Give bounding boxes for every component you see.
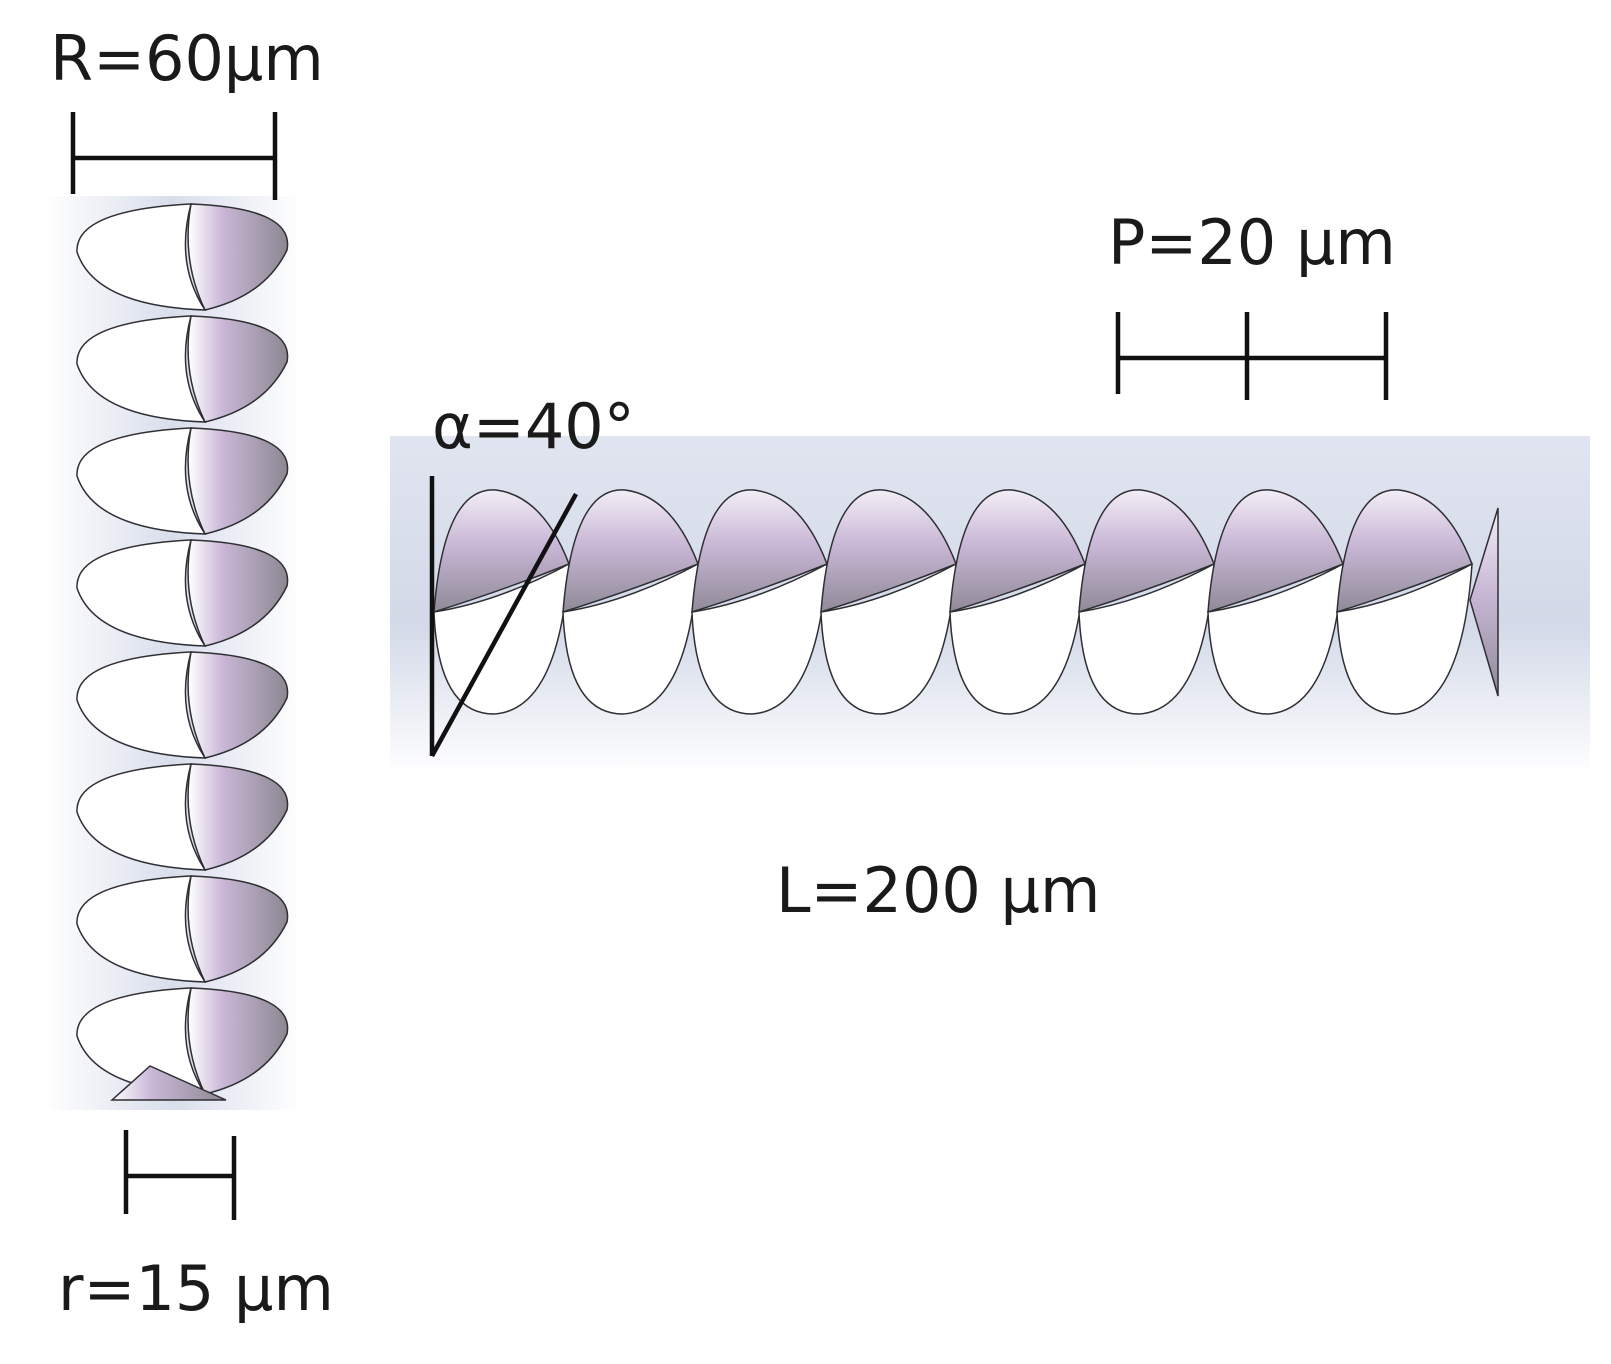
vertical-blade-turn xyxy=(76,875,289,983)
vertical-blade-turn xyxy=(76,763,289,871)
vertical-blade-turn xyxy=(76,315,289,423)
horizontal-helix-view xyxy=(433,489,1499,715)
vertical-blade-turn xyxy=(76,651,289,759)
pitch-label: P=20 μm xyxy=(1108,206,1396,279)
vertical-blade-turn xyxy=(76,203,289,311)
helix-angle-marker xyxy=(429,476,578,758)
horizontal-blade-turn xyxy=(562,489,699,715)
horizontal-blade-turn xyxy=(691,489,828,715)
horizontal-blade-turn xyxy=(1336,489,1473,715)
pitch-dimension xyxy=(1115,312,1389,400)
vertical-blade-turn xyxy=(76,987,289,1095)
helix-angle-label: α=40° xyxy=(432,390,635,463)
length-label: L=200 μm xyxy=(776,854,1101,927)
vertical-blade-turn xyxy=(76,539,289,647)
outer-radius-dimension xyxy=(70,112,278,200)
horizontal-blade-turn xyxy=(949,489,1086,715)
vertical-helix-view xyxy=(76,203,289,1101)
inner-radius-label: r=15 μm xyxy=(58,1252,334,1325)
horizontal-blade-turn xyxy=(1078,489,1215,715)
horizontal-blade-turn xyxy=(1207,489,1344,715)
horizontal-blade-turn xyxy=(820,489,957,715)
outer-radius-label: R=60μm xyxy=(50,22,324,95)
inner-radius-dimension xyxy=(123,1130,237,1220)
horizontal-blade-turn xyxy=(433,489,570,715)
horizontal-blade-end xyxy=(1469,507,1499,697)
vertical-blade-turn xyxy=(76,427,289,535)
vertical-blade-end xyxy=(110,1065,227,1101)
